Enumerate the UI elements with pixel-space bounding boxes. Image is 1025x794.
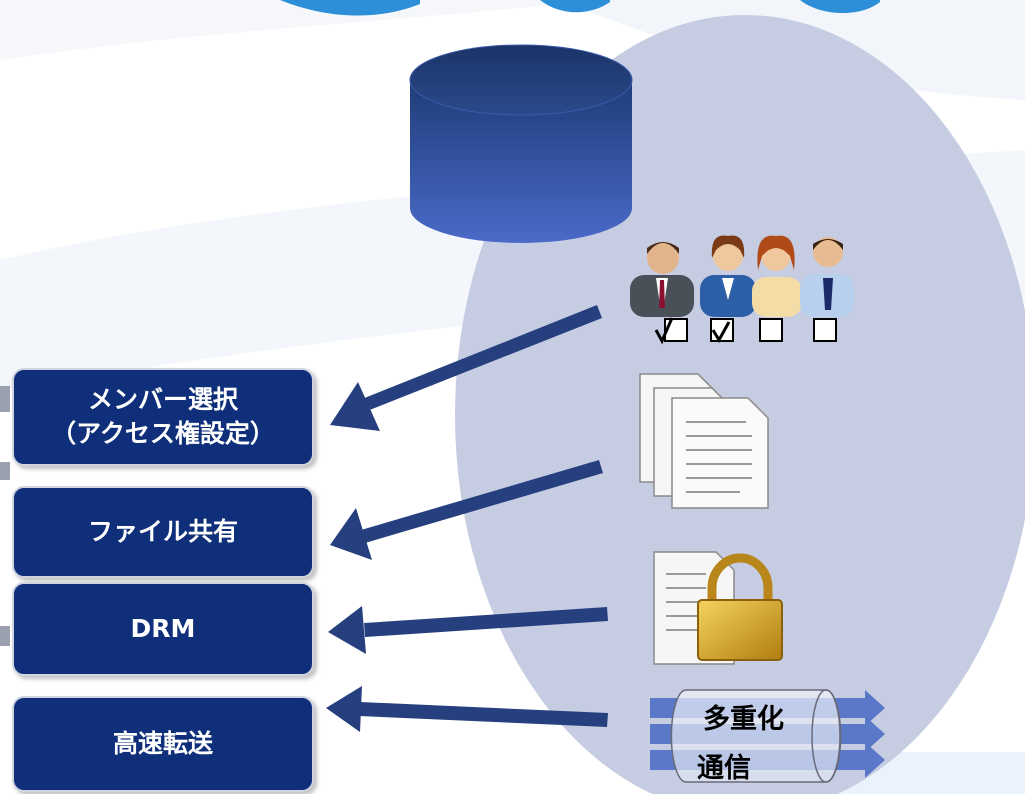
arrow-drm <box>328 606 608 654</box>
multiplex-label-line2: 通信 <box>697 753 751 784</box>
locked-document-icon <box>653 551 783 665</box>
arrow-file <box>330 460 603 560</box>
documents-icon <box>639 373 769 509</box>
edge-tab <box>0 626 10 646</box>
checkbox-icon <box>813 318 837 342</box>
feature-label-line2: （アクセス権設定） <box>51 419 275 448</box>
checkbox-row <box>654 317 837 345</box>
feature-label: 高速転送 <box>112 729 213 759</box>
database-icon <box>409 44 633 243</box>
feature-member-selection: メンバー選択 （アクセス権設定） <box>12 368 314 466</box>
data-stream-icon <box>650 689 885 783</box>
check-mark <box>654 317 674 345</box>
feature-label: ファイル共有 <box>87 517 238 547</box>
checkbox-icon <box>759 318 783 342</box>
edge-tab <box>0 386 10 412</box>
feature-label-line1: メンバー選択 <box>87 385 238 415</box>
multiplex-label-line1: 多重化 <box>703 704 784 735</box>
feature-file-sharing: ファイル共有 <box>12 486 314 578</box>
arrow-transfer <box>326 686 608 732</box>
check-mark <box>711 321 731 343</box>
arrow-member <box>330 305 602 431</box>
edge-tab <box>0 462 10 480</box>
feature-drm: DRM <box>12 582 314 676</box>
feature-fast-transfer: 高速転送 <box>12 696 314 792</box>
feature-label: DRM <box>130 614 196 644</box>
people-icon <box>630 235 854 317</box>
